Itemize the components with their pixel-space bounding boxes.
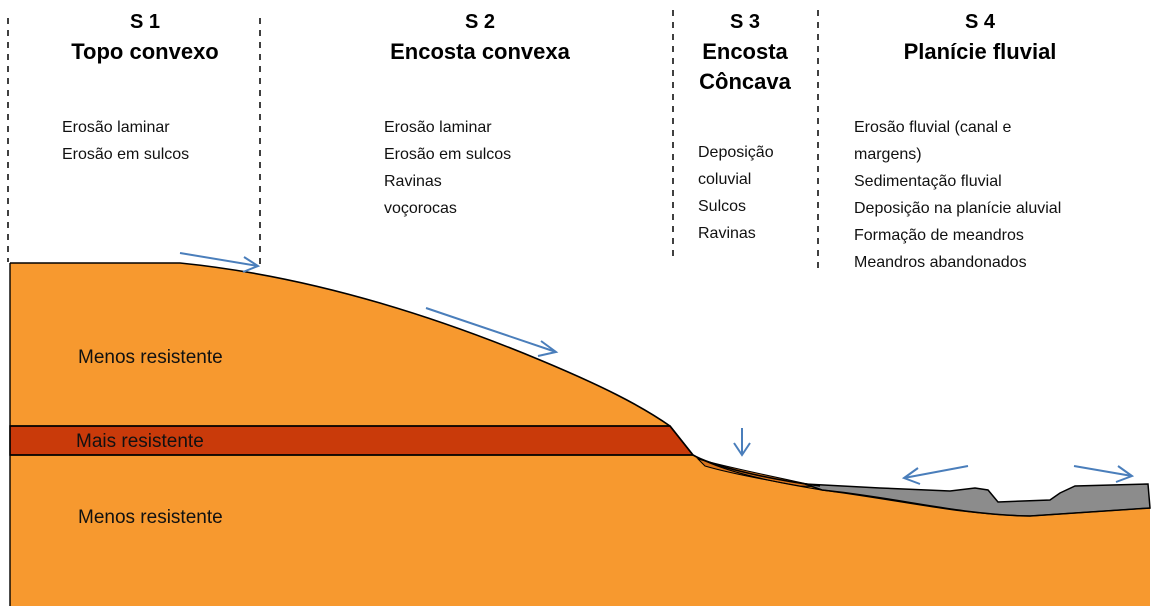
process-item: Erosão fluvial (canal e (854, 119, 1012, 136)
segment-s4-processes: Erosão fluvial (canal e margens) Sedimen… (854, 114, 1061, 276)
process-item: voçorocas (384, 200, 457, 217)
upper-layer-label: Menos resistente (78, 347, 223, 368)
process-item: coluvial (698, 171, 752, 188)
process-item: Erosão laminar (62, 119, 170, 136)
lower-layer-label: Menos resistente (78, 507, 223, 528)
surface-outline (10, 262, 821, 487)
process-item: Erosão laminar (384, 119, 492, 136)
process-item: Sulcos (698, 198, 747, 215)
process-item: Erosão em sulcos (62, 146, 190, 163)
process-item: Deposição (698, 144, 774, 161)
segment-s3-header: S 3 Encosta Côncava (680, 7, 810, 97)
segment-s2-processes: Erosão laminar Erosão em sulcos Ravinas … (384, 114, 511, 222)
arrow-icon (901, 465, 969, 485)
segment-s4-title: Planície fluvial (903, 39, 1057, 64)
segment-s1-header: S 1 Topo convexo (40, 7, 250, 67)
lower-soft-layer (10, 455, 1150, 606)
segment-s3-processes: Deposição coluvial Sulcos Ravinas (698, 139, 774, 247)
process-item: Ravinas (384, 173, 442, 190)
segment-s2-header: S 2 Encosta convexa (360, 7, 600, 67)
segment-s4-id: S 4 (964, 11, 996, 33)
upper-soft-layer (10, 263, 670, 426)
arrow-icon (733, 428, 751, 457)
segment-s1-processes: Erosão laminar Erosão em sulcos (62, 114, 189, 168)
arrow-icon (1073, 465, 1135, 483)
process-item: Sedimentação fluvial (854, 173, 1002, 190)
process-item: Meandros abandonados (854, 254, 1027, 271)
segment-s2-title: Encosta convexa (390, 39, 570, 64)
arrow-icon (425, 307, 559, 357)
middle-layer-label: Mais resistente (76, 431, 204, 452)
floodplain-base-outline (692, 454, 1151, 517)
segment-s1-title: Topo convexo (71, 39, 219, 64)
segment-s2-id: S 2 (464, 11, 496, 33)
process-item: margens) (854, 146, 922, 163)
segment-s4-header: S 4 Planície fluvial (860, 7, 1100, 67)
process-item: Formação de meandros (854, 227, 1024, 244)
process-item: Deposição na planície aluvial (854, 200, 1062, 217)
segment-s1-id: S 1 (129, 11, 161, 33)
segment-s3-id: S 3 (729, 11, 761, 33)
process-item: Ravinas (698, 225, 756, 242)
segment-s3-title-line1: Encosta (702, 39, 788, 64)
process-item: Erosão em sulcos (384, 146, 512, 163)
segment-s3-title-line2: Côncava (699, 69, 791, 94)
arrow-icon (179, 252, 261, 273)
